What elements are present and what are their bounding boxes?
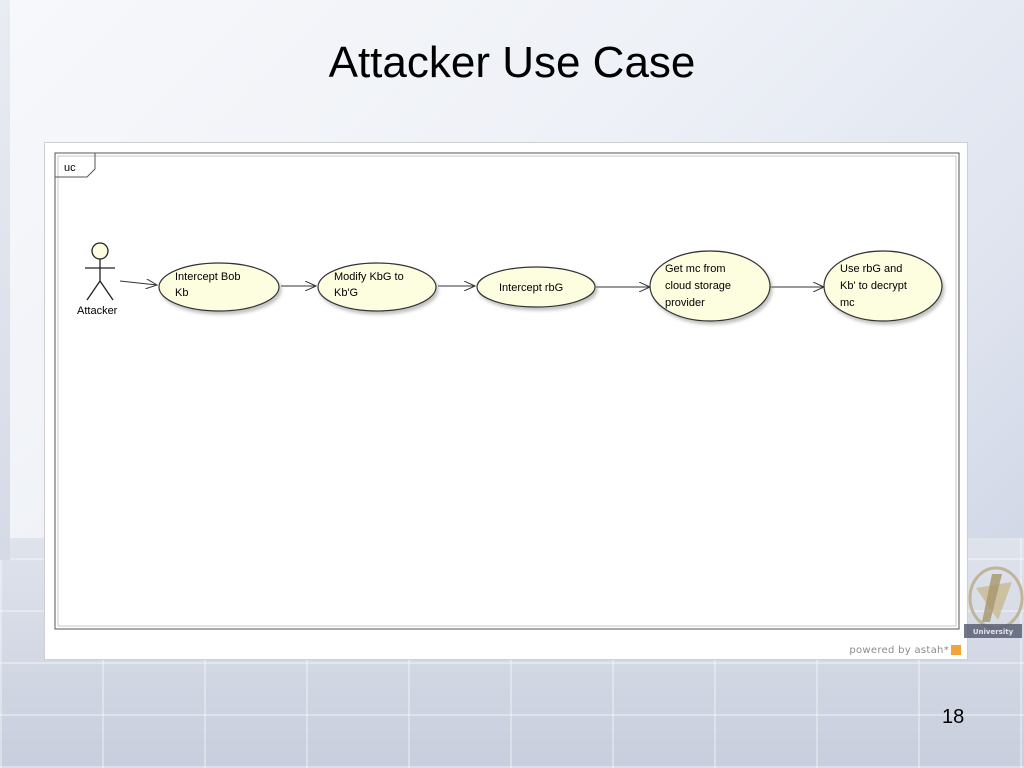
uml-frame-inner-border [57, 155, 957, 627]
svg-text:Intercept rbG: Intercept rbG [499, 282, 563, 294]
use-case-1-line-2: Kb [175, 287, 188, 299]
use-case-2-line-2: Kb'G [334, 287, 358, 299]
actor-head [91, 242, 109, 260]
actor-label: Attacker [77, 305, 118, 317]
use-case-5-line-1: Use rbG and [840, 263, 902, 275]
university-logo: University [964, 566, 1024, 638]
use-case-2-line-1: Modify KbG to [334, 271, 404, 283]
svg-text:Get mc from cloud storag: Get mc from cloud storage provider [665, 263, 734, 309]
use-case-4-line-2: cloud storage [665, 280, 731, 292]
use-case-intercept-rbg[interactable] [476, 266, 596, 308]
background-strip [0, 0, 10, 560]
use-case-ellipse [476, 266, 596, 308]
use-case-modify-kbg[interactable] [317, 262, 437, 312]
use-case-get-mc[interactable] [649, 250, 771, 322]
diagram-frame: uc Attacker Intercept Bob Kb [44, 142, 968, 660]
svg-text:Intercept Bob Kb: Intercept Bob Kb [175, 271, 244, 299]
use-case-ellipse [317, 262, 437, 312]
frame-label-tab [55, 153, 96, 178]
svg-text:Use rbG and Kb' to decr: Use rbG and Kb' to decrypt mc [840, 263, 910, 309]
slide-title: Attacker Use Case [328, 38, 696, 87]
actor-attacker[interactable] [85, 242, 115, 301]
use-case-ellipse [649, 250, 771, 322]
powered-by-text: powered by astah* [849, 645, 949, 656]
astah-logo-icon [951, 645, 961, 655]
page-number: 18 [942, 706, 965, 728]
use-case-5-line-3: mc [840, 297, 855, 309]
powered-by-footer: powered by astah* [849, 645, 961, 656]
svg-text:Modify KbG to Kb'G: Modify KbG to Kb'G [334, 271, 407, 299]
use-case-ellipse [823, 250, 943, 322]
use-case-4-line-1: Get mc from [665, 263, 726, 275]
use-case-diagram: uc Attacker Intercept Bob Kb [54, 152, 960, 630]
use-case-intercept-bob-kb[interactable] [158, 262, 280, 312]
arrow-actor-to-uc1 [119, 281, 157, 285]
use-case-3-line-1: Intercept rbG [499, 282, 563, 294]
use-case-ellipse [158, 262, 280, 312]
frame-label: uc [64, 162, 76, 174]
actor-left-leg [86, 280, 101, 301]
use-case-5-line-2: Kb' to decrypt [840, 280, 907, 292]
uml-frame-border [54, 152, 960, 630]
use-case-4-line-3: provider [665, 297, 705, 309]
logo-text: University [973, 628, 1014, 636]
actor-right-leg [99, 280, 114, 301]
use-case-1-line-1: Intercept Bob [175, 271, 240, 283]
use-case-use-rbg-decrypt[interactable] [823, 250, 943, 322]
